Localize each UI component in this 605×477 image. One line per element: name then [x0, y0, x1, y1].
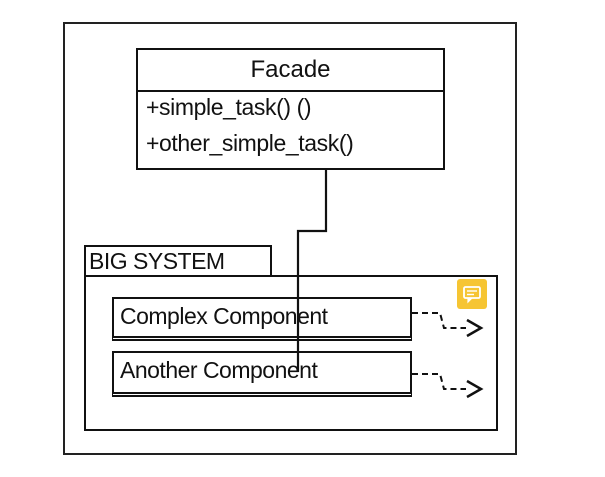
facade-operation-simple-task: +simple_task() (): [146, 94, 312, 120]
big-system-package-tab: BIG SYSTEM: [84, 245, 272, 277]
another-component-dependency-line: [412, 373, 466, 390]
outer-frame: [63, 22, 517, 455]
another-component-arrowhead: [466, 379, 484, 399]
another-component-box: Another Component: [112, 351, 412, 397]
facade-class-box: Facade +simple_task() () +other_simple_t…: [136, 48, 445, 170]
facade-connector-line: [296, 170, 328, 372]
big-system-package-body: [84, 275, 498, 431]
comment-icon[interactable]: [457, 279, 487, 309]
facade-operation-other-simple-task: +other_simple_task(): [146, 130, 354, 156]
facade-class-name: Facade: [138, 50, 443, 92]
complex-component-box: Complex Component: [112, 297, 412, 341]
complex-component-dependency-line: [412, 312, 466, 329]
complex-component-arrowhead: [466, 318, 484, 338]
